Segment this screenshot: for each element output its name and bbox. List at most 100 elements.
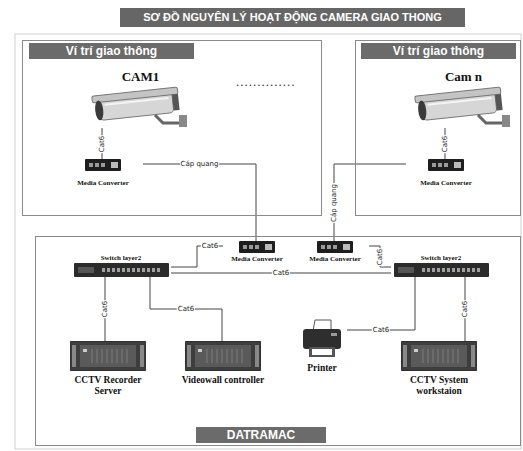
cable-line [143,164,256,241]
ellipsis-dots: .............. [236,74,296,90]
camera-plate [179,115,187,127]
converter-body [428,159,464,171]
server-handle [255,345,259,367]
camera-plate [502,115,510,127]
converter-led [333,245,337,249]
device-node: Switch layer2 [71,253,171,277]
cable-label: Cat6 [177,305,195,313]
switch-port [122,268,125,272]
converter-port [265,244,272,250]
device-label: Switch layer2 [391,253,491,263]
region-heading: Ví trí giao thông [361,43,516,59]
switch-port [447,268,450,272]
switch-port [472,268,475,272]
server-led [198,349,202,352]
camera-lens [417,100,427,121]
server-vent [122,349,123,363]
server-vent [207,349,208,363]
converter-port [111,162,118,168]
server-body [185,341,261,371]
device-node: Printer [297,319,347,374]
camera-rear [171,94,179,111]
server-front [195,345,251,367]
server-vent [217,349,218,363]
device-node: Media Converter [301,241,369,264]
server-vent [423,349,424,363]
switch-body [394,263,489,277]
converter-led [249,245,253,249]
switch-port [152,268,155,272]
server-vent [453,349,454,363]
server-vent [222,349,223,363]
cable-line [369,246,391,267]
switch-port [457,268,460,272]
converter-port [343,244,350,250]
cable-label: Cat6 [376,247,384,265]
cable-line [347,277,415,330]
device-label: Media Converter [406,179,486,188]
region-box: Ví trí giao thôngCAM1Media Converter [22,40,322,216]
server-led [414,349,418,352]
device-node: CAM1 [83,69,198,128]
switch-port [112,268,115,272]
device-node: Cam n [411,69,516,128]
switch-port [117,268,120,272]
server-vent [112,349,113,363]
server-vent [97,349,98,363]
server-body [70,341,146,371]
converter-led [438,163,442,167]
server-vent [107,349,108,363]
camera-icon [89,84,193,128]
server-vent [102,349,103,363]
camera-rear [494,94,502,111]
switch-port [477,268,480,272]
camera-lens [94,100,104,121]
server-vent [232,349,233,363]
server-handle [140,345,144,367]
converter-body [317,241,353,253]
region-heading: Ví trí giao thông [29,43,194,59]
switch-port [127,268,130,272]
switch-port [467,268,470,272]
switch-port [432,268,435,272]
switch-panel [78,267,94,273]
converter-led [89,163,93,167]
camera-group [91,87,179,121]
camera-icon [412,84,516,128]
cable-label: Cat6 [372,326,390,334]
server-vent [428,349,429,363]
camera-mount [478,115,502,123]
device-node: Media Converter [223,241,291,264]
switch-port [137,268,140,272]
device-label: CCTV System workstaion [389,375,489,397]
media-converter-icon [317,241,353,253]
server-body [401,341,477,371]
server-vent [458,349,459,363]
switch-port [427,268,430,272]
server-handle [403,345,407,367]
cable-label: Cáp quang [330,183,338,223]
cable-line [150,277,222,341]
converter-led [255,245,259,249]
server-led [83,349,87,352]
converter-led [243,245,247,249]
switch-panel [398,267,414,273]
switch-body [74,263,169,277]
camera-group [414,87,502,121]
cable-label: Cat6 [441,134,449,152]
camera-hood [414,87,500,103]
cable-label: Cat6 [272,269,290,277]
server-handle [471,345,475,367]
device-label: CCTV Recorder Server [63,375,153,397]
region-box: Ví trí giao thôngCam n Media Converter [355,40,521,216]
media-converter-icon [85,159,121,171]
server-vent [92,349,93,363]
switch-icon [74,263,169,277]
converter-body [239,241,275,253]
converter-led [95,163,99,167]
server-vent [438,349,439,363]
switch-port [437,268,440,272]
converter-led [101,163,105,167]
device-node: Videowall controller [168,341,278,386]
frame-rect [15,34,521,449]
